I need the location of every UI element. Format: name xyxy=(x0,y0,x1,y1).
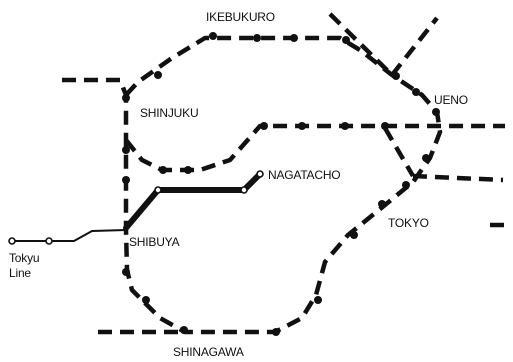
line-tokyo-east xyxy=(412,173,504,183)
tokyu-line xyxy=(11,229,127,242)
chuo-line xyxy=(124,123,505,173)
tokyu-terminal-station xyxy=(8,237,16,245)
station-label-tokyo: TOKYO xyxy=(388,216,429,230)
line-label-tokyu: Tokyu xyxy=(9,251,39,265)
line-label-line: Line xyxy=(9,266,31,280)
shibuya-ginza-station xyxy=(154,186,162,194)
station-label-ueno: UENO xyxy=(434,93,468,107)
ginza-line xyxy=(123,171,263,231)
station-label-shinagawa: SHINAGAWA xyxy=(173,345,244,359)
station-dots xyxy=(122,32,440,336)
station-label-nagatacho: NAGATACHO xyxy=(268,168,340,182)
ginza-mid-station xyxy=(240,186,248,194)
station-label-shinjuku: SHINJUKU xyxy=(140,106,198,120)
line-ueno-northeast xyxy=(390,16,439,77)
station-label-shibuya: SHIBUYA xyxy=(129,235,180,249)
line-ueno-northwest xyxy=(328,12,394,77)
line-diagonal-tokyo xyxy=(383,126,415,178)
tokyu-station-2 xyxy=(45,237,53,245)
station-label-ikebukuro: IKEBUKURO xyxy=(206,10,275,24)
line-west-upper xyxy=(62,77,129,96)
yamanote-loop xyxy=(123,35,443,335)
nagatacho-station xyxy=(256,170,264,178)
